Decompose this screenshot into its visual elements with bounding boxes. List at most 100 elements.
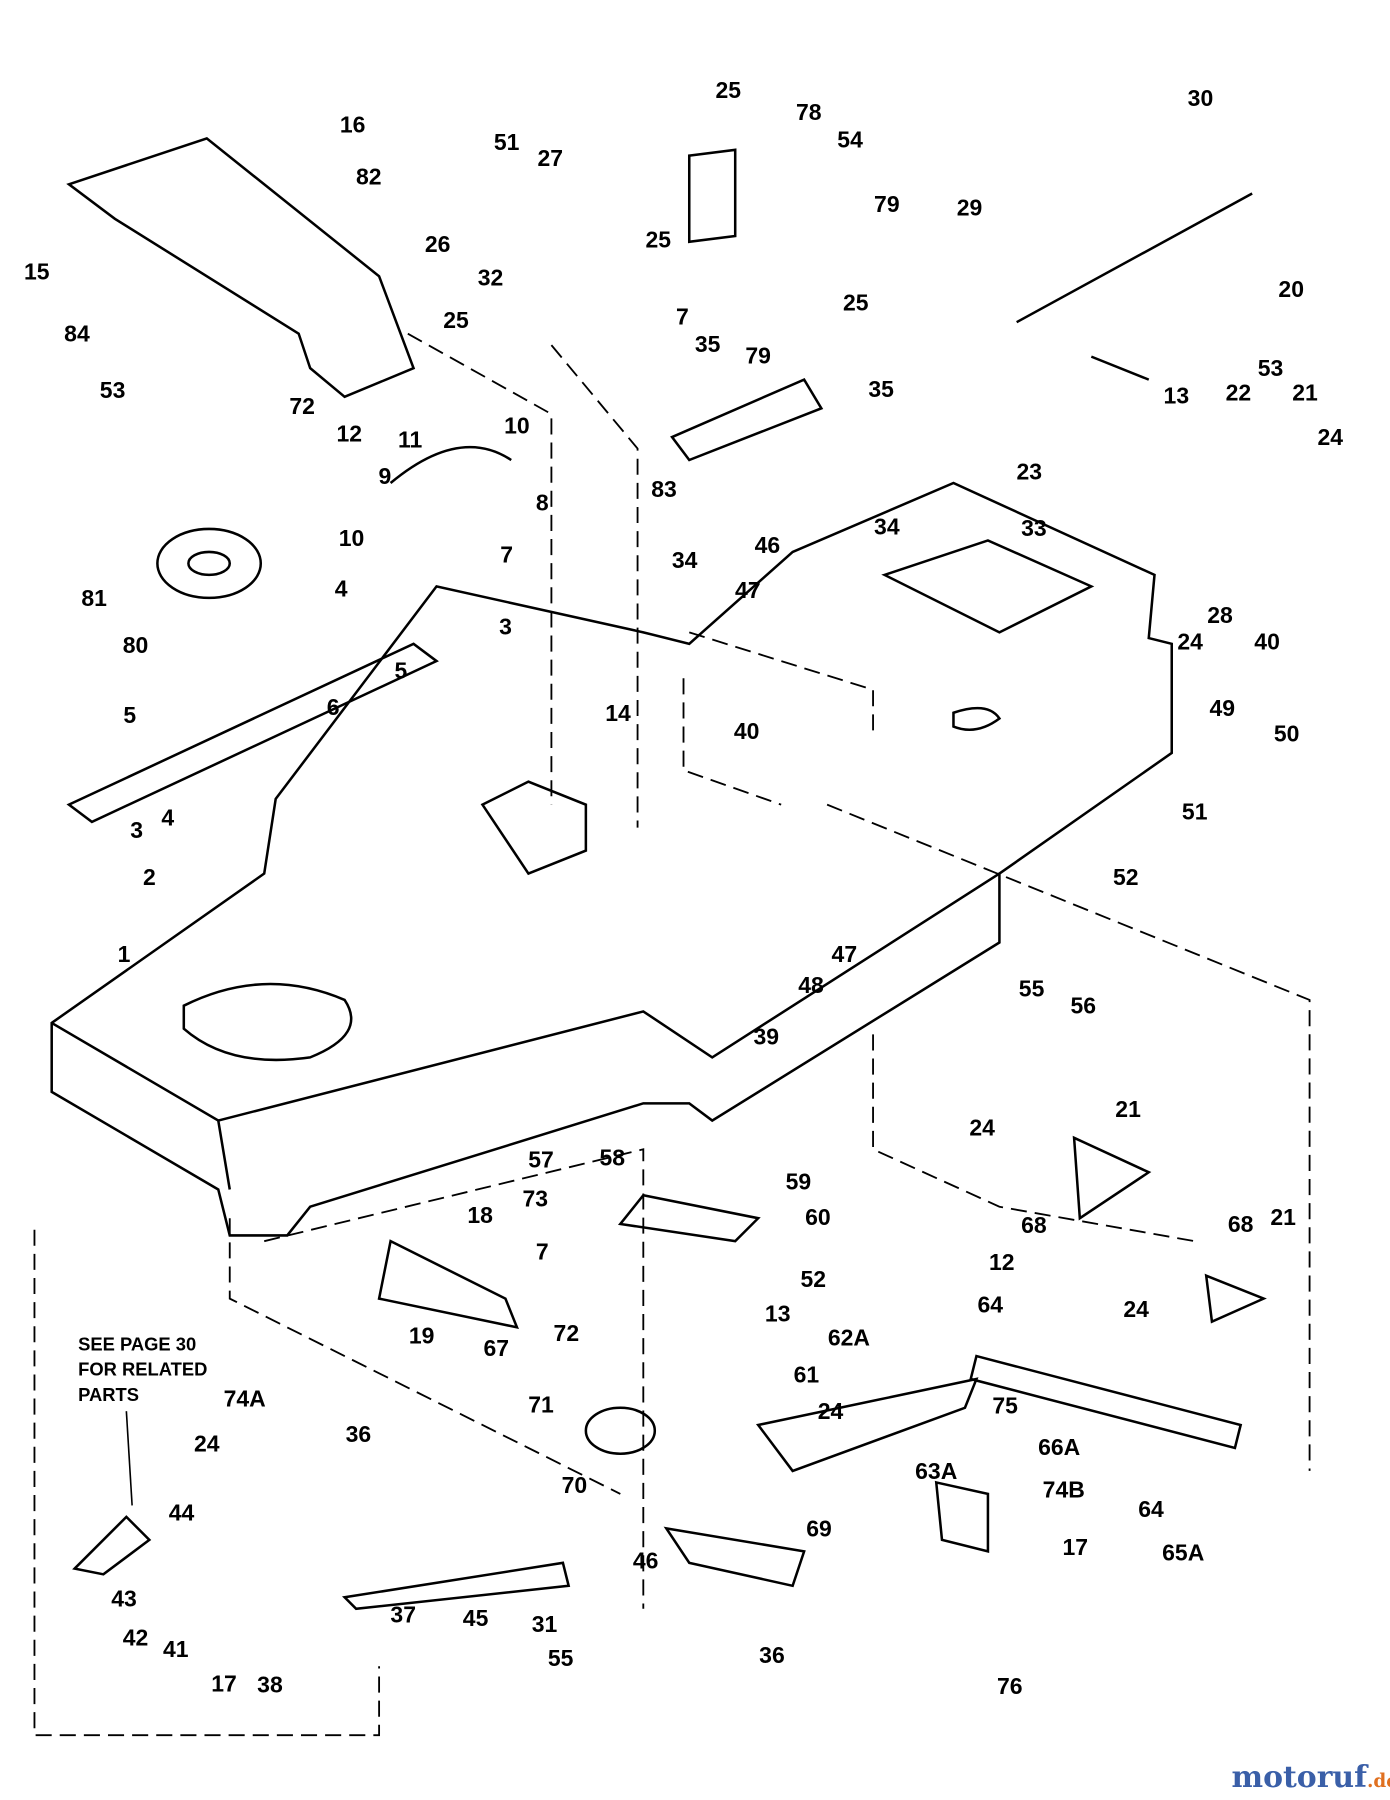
part-label: 11 — [398, 426, 423, 452]
part-label: 6 — [327, 694, 340, 720]
part-label: 25 — [443, 307, 469, 333]
part-label: 33 — [1021, 515, 1047, 541]
part-label: 67 — [483, 1335, 509, 1361]
part-label: 15 — [24, 259, 50, 285]
part-label: 40 — [1254, 629, 1280, 655]
part-label: 43 — [111, 1585, 137, 1611]
part-label: 5 — [395, 657, 408, 683]
part-label: 12 — [336, 421, 362, 447]
part-label: 13 — [765, 1301, 791, 1327]
part-label: 29 — [957, 194, 983, 220]
part-label: 76 — [997, 1673, 1023, 1699]
part-label: 58 — [600, 1144, 626, 1170]
part-label: 34 — [874, 514, 900, 540]
part-label: 24 — [194, 1430, 220, 1456]
part-label: 50 — [1274, 720, 1300, 746]
part-label: 66A — [1038, 1434, 1080, 1460]
part-label: 70 — [562, 1472, 588, 1498]
part-label: 52 — [1113, 864, 1139, 890]
part-label: 46 — [633, 1548, 659, 1574]
note-line: FOR RELATED — [78, 1359, 207, 1380]
part-label: 16 — [340, 112, 366, 138]
part-label: 48 — [798, 972, 824, 998]
watermark-main: motoruf — [1231, 1760, 1369, 1795]
part-label: 1 — [118, 941, 131, 967]
part-label: 47 — [735, 577, 761, 603]
part-label: 32 — [478, 264, 504, 290]
part-label: 42 — [123, 1625, 149, 1651]
part-label: 2 — [143, 864, 156, 890]
part-label: 79 — [874, 191, 900, 217]
part-label: 54 — [837, 127, 863, 153]
see-page-note: SEE PAGE 30 FOR RELATED PARTS — [78, 1333, 207, 1506]
part-label: 10 — [504, 413, 530, 439]
part-label: 24 — [969, 1114, 995, 1140]
part-label: 23 — [1017, 459, 1043, 485]
part-label: 7 — [676, 303, 689, 329]
part-label: 21 — [1292, 379, 1318, 405]
part-label: 3 — [499, 614, 512, 640]
svg-text:motoruf.de: motoruf.de — [1231, 1760, 1390, 1795]
part-label: 31 — [532, 1611, 558, 1637]
part-label: 64 — [977, 1291, 1003, 1317]
part-label: 84 — [64, 321, 90, 347]
part-label: 25 — [645, 227, 671, 253]
part-label: 72 — [289, 393, 315, 419]
part-label: 79 — [745, 343, 771, 369]
part-label: 35 — [868, 376, 894, 402]
part-label: 61 — [794, 1361, 820, 1387]
part-label: 55 — [1019, 975, 1045, 1001]
part-label: 12 — [989, 1249, 1015, 1275]
part-label: 25 — [843, 290, 869, 316]
part-label: 72 — [554, 1320, 580, 1346]
part-label: 57 — [528, 1147, 554, 1173]
part-label: 5 — [123, 702, 136, 728]
part-label: 56 — [1070, 993, 1096, 1019]
watermark: motoruf.de — [1231, 1760, 1390, 1795]
part-label: 53 — [1258, 355, 1284, 381]
part-label: 14 — [605, 700, 631, 726]
part-label: 18 — [467, 1202, 493, 1228]
part-label: 82 — [356, 163, 382, 189]
part-label: 83 — [651, 476, 677, 502]
part-label: 62A — [828, 1325, 870, 1351]
watermark-suffix: .de — [1367, 1771, 1390, 1792]
part-label: 17 — [1062, 1534, 1088, 1560]
part-label: 59 — [786, 1168, 812, 1194]
part-label: 53 — [100, 377, 126, 403]
part-label: 74A — [224, 1386, 266, 1412]
part-label: 46 — [755, 532, 781, 558]
part-label: 25 — [716, 77, 742, 103]
part-label: 36 — [759, 1642, 785, 1668]
part-label: 73 — [523, 1186, 549, 1212]
part-label: 75 — [992, 1392, 1018, 1418]
part-label: 10 — [339, 525, 365, 551]
part-label: 7 — [536, 1239, 549, 1265]
chassis-frame — [50, 481, 1173, 1237]
part-label: 78 — [796, 99, 822, 125]
part-label: 4 — [161, 804, 174, 830]
part-label: 71 — [528, 1391, 554, 1417]
part-label: 51 — [494, 129, 520, 155]
part-label: 36 — [346, 1421, 372, 1447]
part-label: 44 — [169, 1499, 195, 1525]
part-label: 69 — [806, 1515, 832, 1541]
part-label: 24 — [1177, 629, 1203, 655]
part-label: 22 — [1226, 379, 1252, 405]
part-label: 13 — [1164, 383, 1190, 409]
note-arrow — [125, 1411, 133, 1506]
part-label: 26 — [425, 231, 451, 257]
part-label: 19 — [409, 1322, 435, 1348]
part-label: 55 — [548, 1645, 574, 1671]
part-label: 41 — [163, 1636, 189, 1662]
part-label: 21 — [1115, 1096, 1141, 1122]
part-label: 8 — [536, 490, 549, 516]
part-label: 17 — [211, 1670, 237, 1696]
part-label: 4 — [335, 576, 348, 602]
part-label: 64 — [1138, 1496, 1164, 1522]
note-line: SEE PAGE 30 — [78, 1333, 196, 1354]
part-label: 74B — [1043, 1476, 1085, 1502]
part-label: 20 — [1278, 276, 1304, 302]
